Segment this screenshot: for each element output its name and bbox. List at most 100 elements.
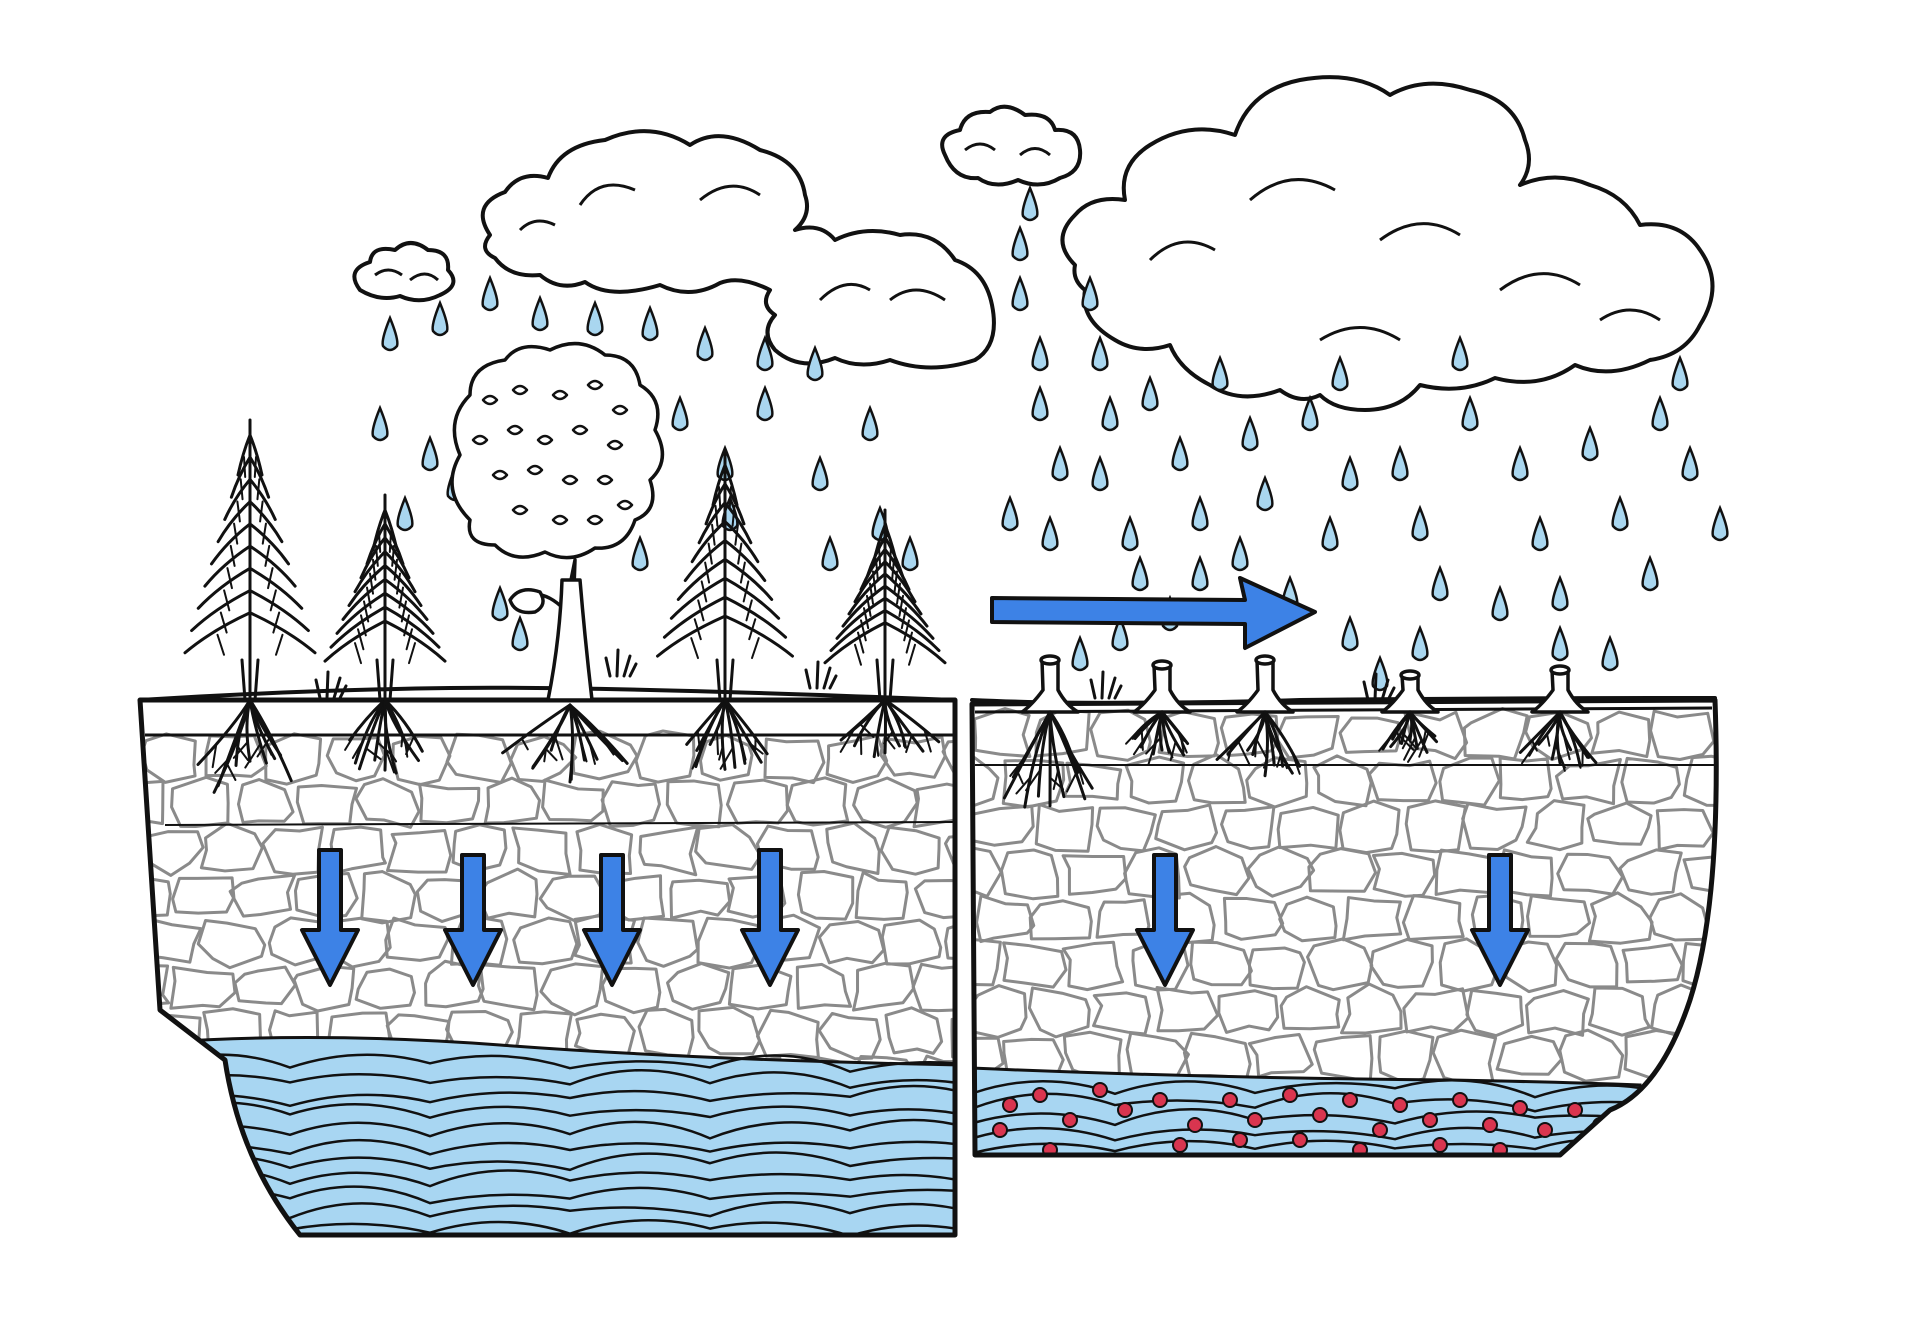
- raindrop-icon: [371, 404, 389, 442]
- raindrop-icon: [1101, 394, 1119, 432]
- pollutant-dot: [1567, 1102, 1583, 1118]
- rock: [233, 965, 297, 1006]
- raindrop-icon: [1341, 614, 1359, 652]
- arrow-down-icon: [582, 853, 642, 987]
- root-icon: [1002, 710, 1094, 809]
- root-icon: [344, 698, 424, 775]
- rain: [371, 184, 1729, 692]
- pollutant-dot: [1002, 1097, 1018, 1113]
- leaf: [611, 404, 629, 416]
- rock: [1620, 756, 1681, 805]
- rock: [1438, 756, 1501, 807]
- wave-line: [149, 1138, 955, 1156]
- root-icon: [1378, 710, 1439, 763]
- rock: [424, 959, 485, 1009]
- rock: [354, 967, 416, 1010]
- rock: [1554, 758, 1622, 806]
- wave-line: [149, 1151, 955, 1172]
- raindrop-icon: [1341, 454, 1359, 492]
- rock: [878, 735, 947, 779]
- rock: [796, 869, 855, 921]
- pollutant-dot: [1612, 1132, 1628, 1148]
- rock: [1525, 989, 1590, 1037]
- raindrop-icon: [586, 299, 604, 337]
- pollutant-dot: [1062, 1112, 1078, 1128]
- raindrop-icon: [1641, 554, 1659, 592]
- root-icon: [1518, 710, 1598, 772]
- clouds: [352, 75, 1715, 412]
- raindrop-icon: [1041, 514, 1059, 552]
- raindrop-icon: [901, 534, 919, 572]
- rock: [539, 962, 605, 1017]
- rock: [884, 1006, 944, 1055]
- raindrop-icon: [1256, 474, 1274, 512]
- rock: [1590, 710, 1652, 759]
- forested-ground-panel: [137, 697, 958, 1238]
- pollutant-dot: [1342, 1092, 1358, 1108]
- rock: [512, 916, 579, 966]
- raindrop-icon: [1111, 614, 1129, 652]
- raindrop-icon: [1581, 424, 1599, 462]
- rock: [911, 962, 955, 1013]
- deforested-ground-panel: [969, 697, 1719, 1158]
- raindrop-icon: [491, 584, 509, 622]
- leaf: [551, 514, 569, 526]
- raindrop-icon: [1681, 444, 1699, 482]
- grass-tuft: [1089, 670, 1123, 700]
- grass-tuft: [604, 648, 638, 678]
- grass-tuft: [314, 670, 348, 700]
- rock: [1219, 712, 1280, 757]
- rock: [634, 729, 696, 784]
- rock: [763, 737, 826, 785]
- rock: [1274, 715, 1340, 760]
- raindrop-icon: [1051, 444, 1069, 482]
- rock: [1187, 753, 1247, 805]
- trees: [183, 341, 1590, 714]
- rock: [698, 733, 754, 782]
- wave-line: [149, 1053, 955, 1073]
- leaf: [571, 424, 589, 436]
- raindrop-icon: [396, 494, 414, 532]
- raindrop-icon: [1021, 184, 1039, 222]
- rock: [1681, 941, 1717, 994]
- raindrop-icon: [1081, 274, 1099, 312]
- rock: [1034, 803, 1095, 853]
- arrow-down-icon: [300, 848, 360, 987]
- rock: [511, 826, 572, 876]
- conifer-tree-icon: [323, 493, 447, 702]
- leaf: [511, 384, 529, 396]
- rock: [638, 825, 700, 877]
- rock: [1713, 893, 1717, 942]
- rock: [199, 821, 264, 873]
- rock: [1438, 937, 1500, 993]
- wave-line: [974, 1138, 1676, 1155]
- leaf: [506, 424, 524, 436]
- flow-arrows: [300, 576, 1530, 987]
- wave-line: [149, 1167, 955, 1189]
- rock: [879, 825, 941, 876]
- deciduous-tree-icon: [450, 341, 665, 702]
- raindrop-icon: [1461, 394, 1479, 432]
- root-icon: [196, 698, 293, 794]
- arrow-down-icon: [1135, 853, 1195, 987]
- root-icon: [839, 698, 941, 759]
- rock: [666, 961, 731, 1011]
- pollutant-dot: [1152, 1092, 1168, 1108]
- tree-stump-icon: [1132, 659, 1192, 714]
- rock: [795, 962, 853, 1010]
- rock: [1312, 754, 1373, 808]
- pollutant-dot: [1172, 1137, 1188, 1153]
- raindrop-icon: [1321, 514, 1339, 552]
- leaf: [491, 469, 509, 481]
- raindrop-icon: [531, 294, 549, 332]
- raindrop-icon: [1431, 564, 1449, 602]
- rock: [1124, 755, 1186, 805]
- pollutant-dot: [992, 1122, 1008, 1138]
- pollutant-dot: [1422, 1112, 1438, 1128]
- rock: [1525, 799, 1586, 852]
- rock: [1306, 937, 1374, 992]
- leaf: [551, 389, 569, 401]
- rock: [325, 736, 386, 783]
- raindrop-icon: [696, 324, 714, 362]
- pollutant-dot: [1092, 1082, 1108, 1098]
